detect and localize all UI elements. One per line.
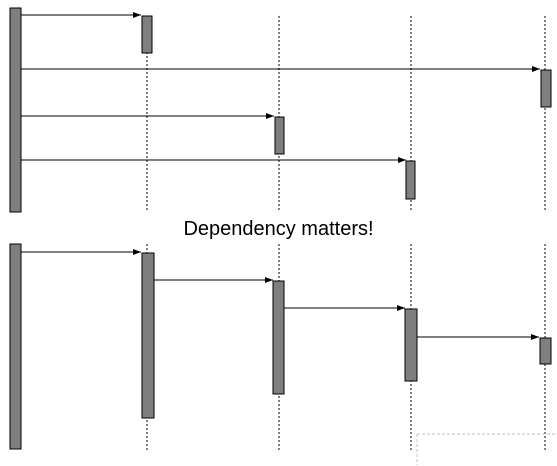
- activation-bar: [141, 252, 155, 419]
- activation-bar: [540, 69, 552, 108]
- activation-bar: [405, 160, 416, 200]
- activation-bar: [539, 337, 552, 365]
- independent-calls-diagram: [9, 7, 552, 213]
- caller-activation-bar: [9, 243, 22, 450]
- activation-bar: [141, 15, 153, 54]
- chained-calls-diagram: [9, 243, 552, 452]
- activation-bar: [272, 280, 285, 395]
- activation-bar: [274, 116, 285, 155]
- activation-bar: [404, 308, 418, 382]
- partial-frame: [416, 433, 556, 465]
- caller-activation-bar: [9, 7, 22, 213]
- diagram-caption: Dependency matters!: [183, 218, 374, 240]
